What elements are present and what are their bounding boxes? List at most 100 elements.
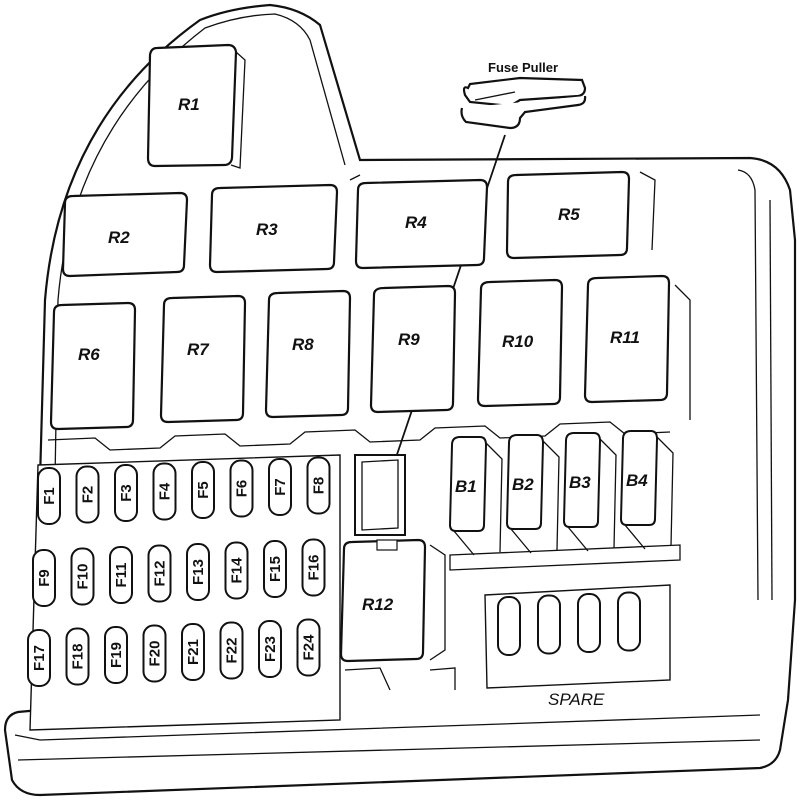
blade-fuse-B1[interactable]: B1 xyxy=(448,436,503,556)
fuse-F7[interactable]: F7 xyxy=(268,458,292,516)
spare-fuse-slot[interactable] xyxy=(577,593,601,653)
fuse-label: F10 xyxy=(75,564,92,590)
fuse-F17[interactable]: F17 xyxy=(27,629,51,687)
fuse-F22[interactable]: F22 xyxy=(219,621,244,680)
blade-fuse-body xyxy=(562,432,602,528)
fuse-F12[interactable]: F12 xyxy=(147,544,172,603)
fuse-F6[interactable]: F6 xyxy=(229,459,254,518)
relay-R3[interactable]: R3 xyxy=(208,183,339,274)
fuse-F8[interactable]: F8 xyxy=(306,456,331,515)
blade-fuse-body xyxy=(619,430,659,526)
fuse-F3[interactable]: F3 xyxy=(114,464,138,522)
blade-fuse-body xyxy=(505,434,545,530)
fuse-F21[interactable]: F21 xyxy=(181,623,205,681)
relay-R6[interactable]: R6 xyxy=(49,301,137,431)
fuse-label: F19 xyxy=(108,642,125,668)
fuse-F10[interactable]: F10 xyxy=(70,547,95,606)
relay-label: R1 xyxy=(178,95,200,114)
fuse-body xyxy=(152,462,177,521)
fuse-label: F17 xyxy=(31,645,48,671)
fuse-label: F16 xyxy=(306,555,323,581)
fuse-F4[interactable]: F4 xyxy=(152,462,177,521)
relay-R10[interactable]: R10 xyxy=(476,278,564,408)
fuse-F23[interactable]: F23 xyxy=(258,620,282,678)
relay-label: R5 xyxy=(558,205,580,224)
blade-fuse-B4[interactable]: B4 xyxy=(619,430,674,550)
fuse-label: F12 xyxy=(152,561,169,587)
blade-fuse-label: B4 xyxy=(626,471,648,490)
blade-fuse-label: B2 xyxy=(512,475,534,494)
fuse-body xyxy=(114,464,138,522)
fuse-body xyxy=(75,465,100,524)
fuse-F15[interactable]: F15 xyxy=(263,540,287,598)
fuse-F24[interactable]: F24 xyxy=(296,618,321,677)
spare-fuse-slot[interactable] xyxy=(617,591,641,652)
fuse-body xyxy=(147,544,172,603)
relay-R4[interactable]: R4 xyxy=(354,178,489,270)
fuse-body xyxy=(32,549,56,607)
fuse-F14[interactable]: F14 xyxy=(224,541,249,600)
fuse-body xyxy=(258,620,282,678)
blade-fuse-row: B1 B2 B3 B4 xyxy=(448,430,674,556)
relay-R12[interactable]: R12 xyxy=(339,538,427,663)
relay-label: R10 xyxy=(502,332,534,351)
relay-R9[interactable]: R9 xyxy=(369,284,457,414)
relay-label: R8 xyxy=(292,335,314,354)
relay-R2[interactable]: R2 xyxy=(61,191,189,278)
relay-label: R9 xyxy=(398,330,420,349)
fuse-F2[interactable]: F2 xyxy=(75,465,100,524)
fuse-body xyxy=(186,543,210,601)
fuse-body xyxy=(229,459,254,518)
spare-fuse-slot[interactable] xyxy=(537,594,561,655)
blade-fuse-B2[interactable]: B2 xyxy=(505,434,560,554)
fuse-F20[interactable]: F20 xyxy=(142,624,167,683)
fuse-label: F3 xyxy=(118,484,135,502)
relay-label: R11 xyxy=(610,328,640,347)
relay-R8[interactable]: R8 xyxy=(264,289,352,419)
fuse-label: F22 xyxy=(224,638,241,664)
relay-R1[interactable]: R1 xyxy=(146,43,246,169)
fuse-label: F7 xyxy=(272,478,289,496)
relay-label: R4 xyxy=(405,213,427,232)
blade-fuse-side xyxy=(453,438,503,556)
fuse-body xyxy=(37,467,61,525)
fuse-F1[interactable]: F1 xyxy=(37,467,61,525)
fuse-F16[interactable]: F16 xyxy=(301,538,326,597)
fuse-label: F11 xyxy=(113,562,130,587)
fuse-body xyxy=(109,546,133,604)
fuse-body xyxy=(224,541,249,600)
fuse-body xyxy=(219,621,244,680)
blade-fuse-B3[interactable]: B3 xyxy=(562,432,617,552)
relay-R5[interactable]: R5 xyxy=(505,170,631,260)
fuse-F19[interactable]: F19 xyxy=(104,626,128,684)
blade-fuse-side xyxy=(624,432,674,550)
fuse-body xyxy=(104,626,128,684)
fuse-label: F18 xyxy=(70,644,87,670)
relay-R11[interactable]: R11 xyxy=(583,274,671,404)
fuse-F11[interactable]: F11 xyxy=(109,546,133,604)
fuse-label: F8 xyxy=(311,477,328,495)
blade-fuse-label: B3 xyxy=(569,473,591,492)
spare-label: SPARE xyxy=(548,690,605,709)
relay-sockets xyxy=(47,171,691,451)
fuse-body xyxy=(142,624,167,683)
relay-label: R12 xyxy=(362,595,394,614)
relay-label: R2 xyxy=(108,228,130,247)
fuse-F13[interactable]: F13 xyxy=(186,543,210,601)
fuse-label: F24 xyxy=(301,634,318,661)
fuse-label: F20 xyxy=(147,641,164,667)
fuse-body xyxy=(27,629,51,687)
fuse-body xyxy=(65,627,90,686)
fuse-F9[interactable]: F9 xyxy=(32,549,56,607)
fuse-body xyxy=(181,623,205,681)
fuse-F5[interactable]: F5 xyxy=(191,461,215,519)
fuse-puller-slot xyxy=(354,454,406,536)
blade-fuse-body xyxy=(448,436,488,532)
relay-label: R7 xyxy=(187,340,210,359)
fuse-F18[interactable]: F18 xyxy=(65,627,90,686)
relay-R7[interactable]: R7 xyxy=(159,294,247,424)
spare-fuse-slot[interactable] xyxy=(497,596,521,656)
blade-fuse-side xyxy=(567,434,617,552)
